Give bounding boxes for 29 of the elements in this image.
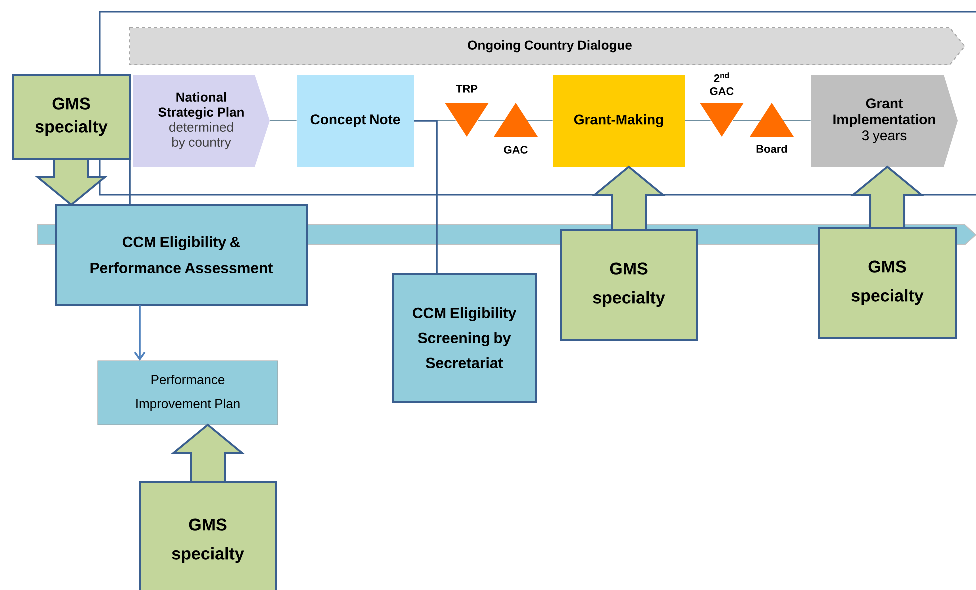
connector-line (129, 159, 131, 205)
block-arrow (592, 166, 666, 231)
connector-line (414, 120, 438, 274)
connector-line (270, 120, 298, 122)
connector-line (782, 120, 812, 122)
arrow (134, 305, 146, 361)
chevron-box: Grant Implementation 3 years (811, 75, 958, 167)
block-arrow (171, 424, 245, 483)
block-arrow (34, 158, 108, 206)
block-arrow (850, 166, 924, 229)
plan-box: Performance Improvement Plan (98, 360, 278, 426)
specialty-box: GMS specialty (139, 481, 277, 590)
connector-line (732, 120, 762, 122)
triangle-label: TRP (456, 85, 478, 93)
specialty-box: GMS specialty (818, 227, 957, 339)
screening-box: CCM Eligibility Screening by Secretariat (392, 273, 537, 403)
process-box: Concept Note (297, 75, 414, 167)
triangle-label: Board (756, 144, 788, 154)
triangle-label: 2$^{nd}$ GAC (710, 72, 734, 96)
dialogue-band: Ongoing Country Dialogue (130, 28, 966, 66)
specialty-box: GMS specialty (560, 229, 698, 341)
process-box: Grant-Making (553, 75, 685, 167)
assessment-box: CCM Eligibility & Performance Assessment (55, 204, 308, 306)
chevron-box: National Strategic Plan determined by country (133, 75, 270, 167)
connector-line (684, 120, 712, 122)
connector-line (526, 120, 554, 122)
specialty-box: GMS specialty (12, 74, 131, 160)
triangle-label: GAC (504, 146, 528, 154)
connector-line (478, 120, 506, 122)
